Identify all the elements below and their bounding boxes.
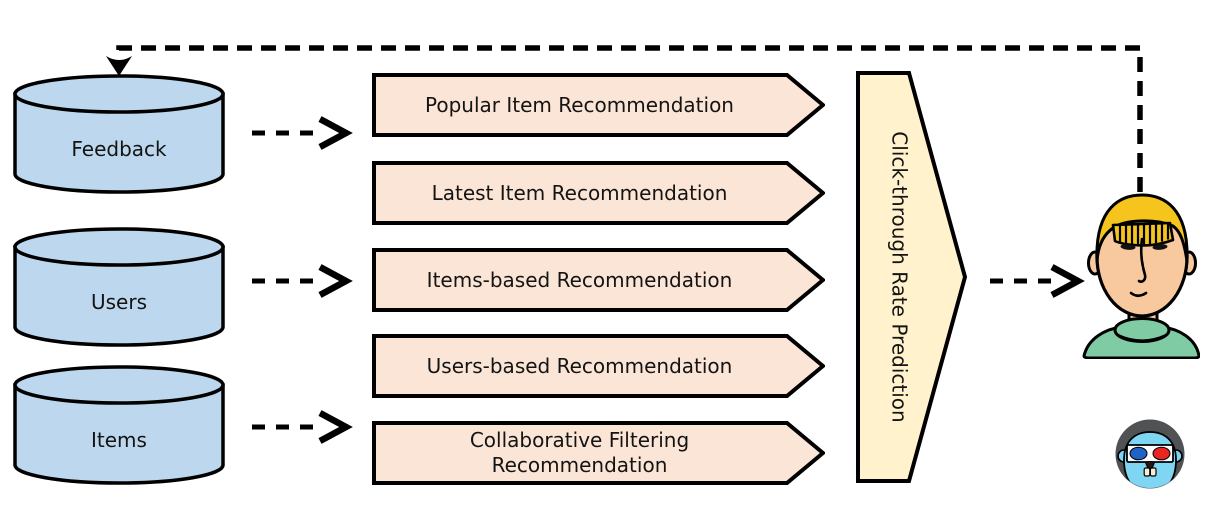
recommender-items-based-label: Items-based Recommendation xyxy=(426,267,733,292)
recommender-users-based: Users-based Recommendation xyxy=(372,334,825,398)
database-items: Items xyxy=(12,364,226,486)
database-feedback: Feedback xyxy=(12,73,226,195)
cartoon-user-face-icon xyxy=(1082,193,1200,359)
recommender-latest-item: Latest Item Recommendation xyxy=(372,161,825,225)
brand-logo xyxy=(1114,418,1186,490)
chevron-box-icon xyxy=(372,334,825,398)
arrowhead-icon xyxy=(318,116,353,150)
database-items-label: Items xyxy=(91,428,147,452)
arrowhead-icon xyxy=(318,410,353,444)
arrowhead-icon xyxy=(1050,264,1085,298)
chevron-box-icon xyxy=(372,248,825,312)
recommender-users-based-label: Users-based Recommendation xyxy=(426,353,733,378)
recommender-popular-item: Popular Item Recommendation xyxy=(372,73,825,137)
recommender-items-based: Items-based Recommendation xyxy=(372,248,825,312)
database-cylinder-icon xyxy=(13,365,225,485)
user-figure xyxy=(1076,181,1200,359)
database-feedback-label: Feedback xyxy=(71,137,167,161)
database-users: Users xyxy=(12,226,226,348)
recommender-latest-item-label: Latest Item Recommendation xyxy=(431,180,728,205)
database-users-label: Users xyxy=(90,290,147,314)
recommender-popular-item-label: Popular Item Recommendation xyxy=(425,92,734,117)
recommender-collaborative-filtering-label: Collaborative Filtering Recommendation xyxy=(469,428,690,477)
database-cylinder-icon xyxy=(13,227,225,347)
ctr-prediction-stage: Click-through Rate Prediction xyxy=(856,71,968,483)
gopher-3d-glasses-logo-icon xyxy=(1115,419,1185,489)
recommender-collaborative-filtering: Collaborative Filtering Recommendation xyxy=(372,421,825,485)
ctr-prediction-label: Click-through Rate Prediction xyxy=(888,131,913,423)
chevron-box-icon xyxy=(372,421,825,485)
arrowhead-icon xyxy=(318,264,353,298)
